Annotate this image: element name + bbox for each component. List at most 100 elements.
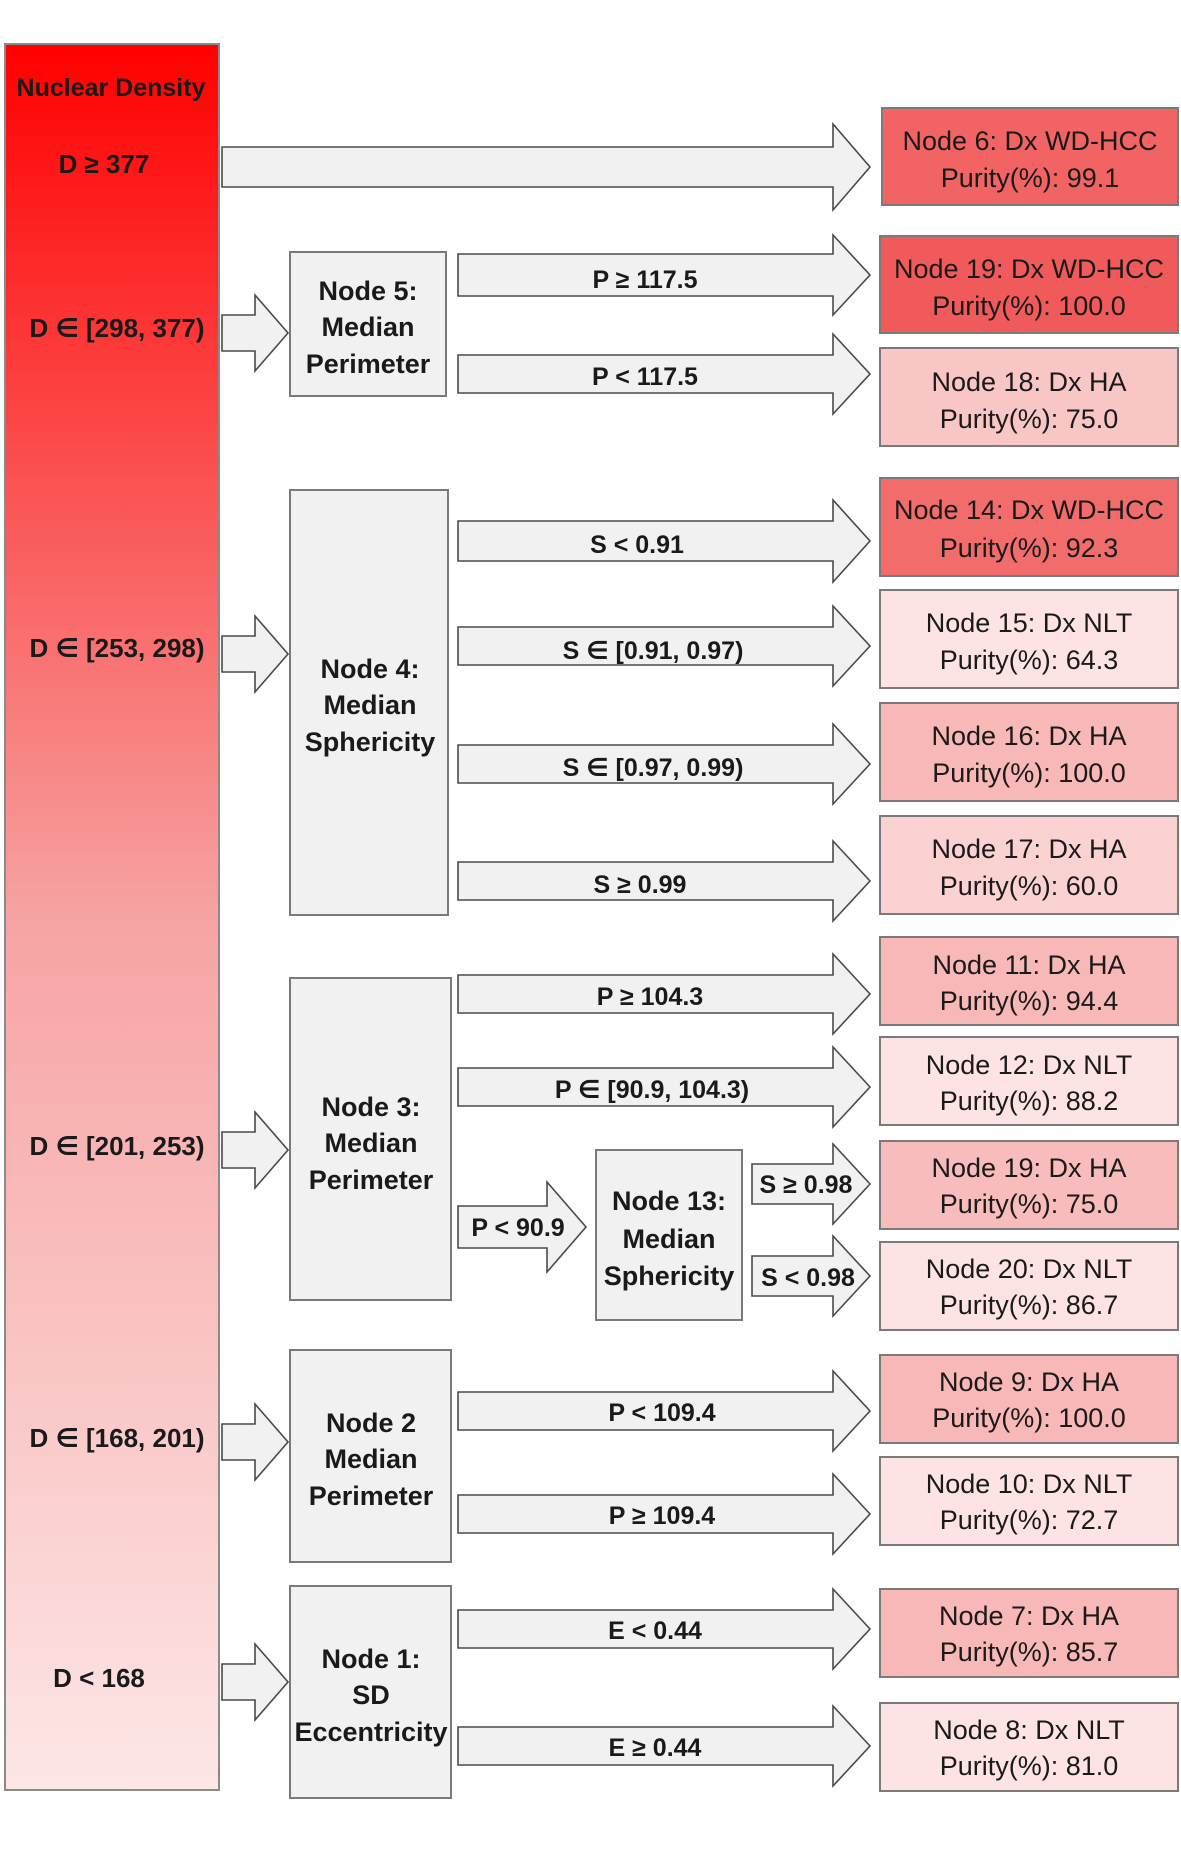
leaf-node-15-title: Node 15: Dx NLT — [926, 608, 1133, 638]
label-p-lt-117-5: P < 117.5 — [592, 363, 698, 391]
leaf-node-6: Node 6: Dx WD-HCC Purity(%): 99.1 — [881, 107, 1179, 206]
arrow-node-3-p-ge — [457, 951, 872, 1037]
split-node-3: Node 3: Median Perimeter — [289, 977, 452, 1301]
leaf-node-19a-purity: Purity(%): 100.0 — [932, 291, 1126, 321]
leaf-node-10-title: Node 10: Dx NLT — [926, 1469, 1133, 1499]
leaf-node-14-purity: Purity(%): 92.3 — [940, 533, 1119, 563]
leaf-nodes: Node 6: Dx WD-HCC Purity(%): 99.1 Node 1… — [879, 107, 1179, 1792]
leaf-node-19b-purity: Purity(%): 75.0 — [940, 1189, 1119, 1219]
leaf-node-10: Node 10: Dx NLT Purity(%): 72.7 — [879, 1456, 1179, 1546]
leaf-node-9-title: Node 9: Dx HA — [939, 1367, 1119, 1397]
leaf-node-16-title: Node 16: Dx HA — [931, 721, 1126, 751]
leaf-node-8-title: Node 8: Dx NLT — [933, 1715, 1125, 1745]
arrow-node-4-s-2 — [457, 603, 872, 689]
density-range-1: D ≥ 377 — [59, 149, 150, 179]
split-node-4: Node 4: Median Sphericity — [289, 489, 449, 916]
arrow-density-to-node-5 — [221, 292, 290, 374]
arrow-node-4-s-3 — [457, 721, 872, 807]
leaf-node-17-title: Node 17: Dx HA — [931, 834, 1126, 864]
label-s-lt-0-91: S < 0.91 — [590, 531, 684, 559]
leaf-node-9-purity: Purity(%): 100.0 — [932, 1403, 1126, 1433]
label-p-lt-109-4: P < 109.4 — [608, 1399, 715, 1427]
nuclear-density-bar: Nuclear Density D ≥ 377 D ∈ [298, 377) D… — [4, 43, 220, 1791]
leaf-node-17-purity: Purity(%): 60.0 — [940, 871, 1119, 901]
leaf-node-16: Node 16: Dx HA Purity(%): 100.0 — [879, 702, 1179, 802]
label-e-ge-0-44: E ≥ 0.44 — [609, 1734, 702, 1762]
label-p-90-9-104-3: P ∈ [90.9, 104.3) — [555, 1076, 749, 1104]
leaf-node-16-purity: Purity(%): 100.0 — [932, 758, 1126, 788]
leaf-node-8-purity: Purity(%): 81.0 — [940, 1751, 1119, 1781]
node-4-line-3: Sphericity — [305, 727, 436, 757]
label-p-lt-90-9: P < 90.9 — [471, 1214, 564, 1242]
split-node-1: Node 1: SD Eccentricity — [289, 1585, 452, 1799]
arrow-node-1-e-ge — [457, 1703, 872, 1789]
leaf-node-20: Node 20: Dx NLT Purity(%): 86.7 — [879, 1241, 1179, 1331]
density-range-2: D ∈ [298, 377) — [29, 313, 204, 343]
leaf-node-7-purity: Purity(%): 85.7 — [940, 1637, 1119, 1667]
arrow-node-2-p-ge — [457, 1471, 872, 1557]
node-1-line-3: Eccentricity — [294, 1717, 447, 1747]
leaf-node-7: Node 7: Dx HA Purity(%): 85.7 — [879, 1588, 1179, 1678]
node-2-line-3: Perimeter — [309, 1481, 434, 1511]
leaf-node-19-wd-hcc: Node 19: Dx WD-HCC Purity(%): 100.0 — [879, 235, 1179, 334]
leaf-node-12-title: Node 12: Dx NLT — [926, 1050, 1133, 1080]
node-5-line-3: Perimeter — [306, 349, 431, 379]
density-range-3: D ∈ [253, 298) — [29, 633, 204, 663]
split-node-13: Node 13: Median Sphericity — [595, 1149, 743, 1321]
leaf-node-7-title: Node 7: Dx HA — [939, 1601, 1119, 1631]
split-node-5: Node 5: Median Perimeter — [289, 251, 447, 397]
leaf-node-17: Node 17: Dx HA Purity(%): 60.0 — [879, 815, 1179, 915]
arrow-node-13-s-lt — [751, 1233, 872, 1319]
arrow-node-4-s-1 — [457, 497, 872, 585]
leaf-node-15-purity: Purity(%): 64.3 — [940, 645, 1119, 675]
arrows — [221, 121, 872, 1789]
node-4-line-1: Node 4: — [320, 654, 419, 684]
arrow-node-5-p-lt — [457, 331, 872, 417]
label-s-ge-0-99: S ≥ 0.99 — [594, 871, 687, 899]
density-range-5: D ∈ [168, 201) — [29, 1423, 204, 1453]
arrow-node-1-e-lt — [457, 1586, 872, 1672]
arrow-node-2-p-lt — [457, 1368, 872, 1454]
split-nodes: Node 5: Median Perimeter Node 4: Median … — [289, 251, 743, 1799]
leaf-node-20-purity: Purity(%): 86.7 — [940, 1290, 1119, 1320]
leaf-node-18: Node 18: Dx HA Purity(%): 75.0 — [879, 347, 1179, 447]
arrow-density-to-node-2 — [221, 1401, 290, 1483]
node-13-line-3: Sphericity — [604, 1261, 735, 1291]
split-node-2: Node 2 Median Perimeter — [289, 1349, 452, 1563]
label-s-ge-0-98: S ≥ 0.98 — [760, 1171, 853, 1199]
node-5-line-1: Node 5: — [318, 276, 417, 306]
leaf-node-15: Node 15: Dx NLT Purity(%): 64.3 — [879, 589, 1179, 689]
arrow-node-3-p-lt — [457, 1179, 588, 1275]
node-5-line-2: Median — [321, 312, 414, 342]
leaf-node-18-title: Node 18: Dx HA — [931, 367, 1126, 397]
label-p-ge-104-3: P ≥ 104.3 — [597, 983, 703, 1011]
leaf-node-18-purity: Purity(%): 75.0 — [940, 404, 1119, 434]
leaf-node-11-title: Node 11: Dx HA — [932, 950, 1125, 980]
node-4-line-2: Median — [323, 690, 416, 720]
label-p-ge-109-4: P ≥ 109.4 — [609, 1502, 715, 1530]
leaf-node-19-ha: Node 19: Dx HA Purity(%): 75.0 — [879, 1140, 1179, 1230]
leaf-node-6-purity: Purity(%): 99.1 — [941, 163, 1120, 193]
arrow-density-to-node-4 — [221, 613, 290, 695]
leaf-node-19a-title: Node 19: Dx WD-HCC — [894, 254, 1164, 284]
node-13-line-2: Median — [622, 1224, 715, 1254]
node-13-line-1: Node 13: — [612, 1186, 726, 1216]
arrow-labels: P ≥ 117.5 P < 117.5 S < 0.91 S ∈ [0.91, … — [471, 266, 855, 1762]
arrow-density-to-node-6 — [221, 121, 872, 213]
label-p-ge-117-5: P ≥ 117.5 — [592, 266, 697, 294]
leaf-node-6-title: Node 6: Dx WD-HCC — [902, 126, 1157, 156]
leaf-node-9: Node 9: Dx HA Purity(%): 100.0 — [879, 1354, 1179, 1444]
node-3-line-3: Perimeter — [309, 1165, 434, 1195]
label-s-0-97-0-99: S ∈ [0.97, 0.99) — [563, 754, 744, 782]
leaf-node-14-title: Node 14: Dx WD-HCC — [894, 495, 1164, 525]
label-s-lt-0-98: S < 0.98 — [761, 1264, 855, 1292]
leaf-node-10-purity: Purity(%): 72.7 — [940, 1505, 1119, 1535]
node-3-line-1: Node 3: — [321, 1092, 420, 1122]
arrow-node-3-p-mid — [457, 1044, 872, 1130]
label-s-0-91-0-97: S ∈ [0.91, 0.97) — [563, 637, 744, 665]
label-e-lt-0-44: E < 0.44 — [608, 1617, 702, 1645]
leaf-node-12: Node 12: Dx NLT Purity(%): 88.2 — [879, 1036, 1179, 1126]
leaf-node-20-title: Node 20: Dx NLT — [926, 1254, 1133, 1284]
node-3-line-2: Median — [324, 1128, 417, 1158]
